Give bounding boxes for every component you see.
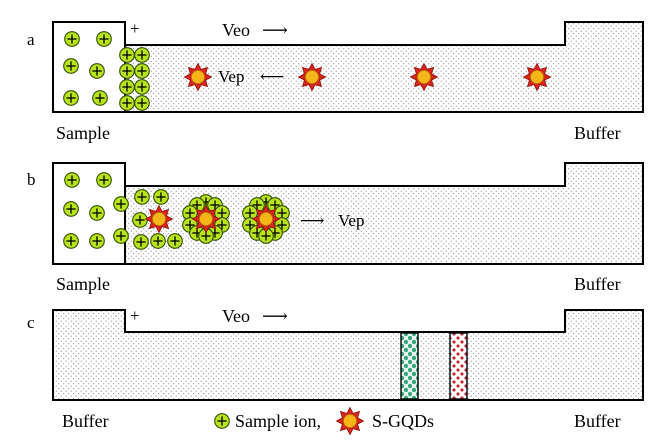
sample-ion: [64, 31, 80, 47]
panel-b-sample-vial: [52, 162, 126, 265]
panel-b-sample-label: Sample: [56, 274, 110, 294]
panel-c-veo-arrow: ⟶: [262, 306, 288, 326]
sample-ion: [134, 95, 150, 111]
sample-ion: [96, 172, 112, 188]
sgqd: [145, 205, 173, 233]
sgqd: [298, 63, 326, 91]
panel-a-sample-label: Sample: [56, 123, 110, 143]
sample-ion: [89, 205, 105, 221]
sample-ion: [113, 196, 129, 212]
panel-b-buffer-label: Buffer: [574, 274, 621, 294]
sample-ion: [153, 189, 169, 205]
panel-a-veo-arrow: ⟶: [262, 20, 288, 40]
sgqd: [523, 63, 551, 91]
sample-ion: [167, 233, 183, 249]
sample-ion: [63, 233, 79, 249]
sample-ion: [63, 201, 79, 217]
sample-ion: [134, 189, 150, 205]
panel-b-vep-arrow: ⟶: [300, 211, 324, 230]
panel-c-plus-sign: +: [130, 306, 140, 325]
panel-a-vep-label: Vep: [218, 67, 244, 86]
sample-ion: [92, 90, 108, 106]
sample-ion: [89, 233, 105, 249]
panel-a-veo-label: Veo: [222, 20, 250, 40]
band-red: [449, 332, 468, 400]
band-green: [400, 332, 419, 400]
sample-ion: [64, 172, 80, 188]
sample-ion: [63, 90, 79, 106]
sample-ion: [119, 47, 135, 63]
panel-c: c + Veo ⟶ Buffer Buffer: [27, 306, 644, 431]
legend-sample-ion-label: Sample ion,: [235, 411, 321, 431]
sgqd: [410, 63, 438, 91]
panel-a-plus-sign: +: [130, 19, 140, 38]
panel-c-veo-label: Veo: [222, 306, 250, 326]
panel-a-capillary: [124, 21, 644, 113]
legend-sgqd-icon: [336, 407, 364, 435]
panel-c-left-buffer-label: Buffer: [62, 411, 109, 431]
panel-a-vep-arrow: ⟵: [260, 67, 284, 86]
sample-ion: [113, 228, 129, 244]
panel-c-letter: c: [27, 313, 35, 332]
legend-sgqd-label: S-GQDs: [372, 411, 434, 431]
legend-sample-ion-icon: [214, 413, 230, 429]
sample-ion: [119, 95, 135, 111]
legend: Sample ion, S-GQDs: [214, 407, 434, 435]
sample-ion: [119, 63, 135, 79]
sample-ion: [133, 234, 149, 250]
sample-ion: [96, 31, 112, 47]
panel-c-capillary: [52, 309, 644, 401]
sample-ion: [89, 63, 105, 79]
sample-ion: [134, 79, 150, 95]
panel-b: b ⟶ Vep Sample Buffer: [27, 162, 644, 294]
panel-a: a + Veo ⟶: [27, 19, 644, 143]
panel-a-buffer-label: Buffer: [574, 123, 621, 143]
sample-ion: [119, 79, 135, 95]
panel-b-letter: b: [27, 170, 36, 189]
panel-c-right-buffer-label: Buffer: [574, 411, 621, 431]
sample-ion: [132, 212, 148, 228]
panel-a-letter: a: [27, 30, 35, 49]
panel-b-vep-label: Vep: [338, 211, 364, 230]
sgqd: [184, 63, 212, 91]
sample-ion: [134, 63, 150, 79]
sample-ion: [63, 58, 79, 74]
sample-ion: [134, 47, 150, 63]
sample-ion: [150, 233, 166, 249]
